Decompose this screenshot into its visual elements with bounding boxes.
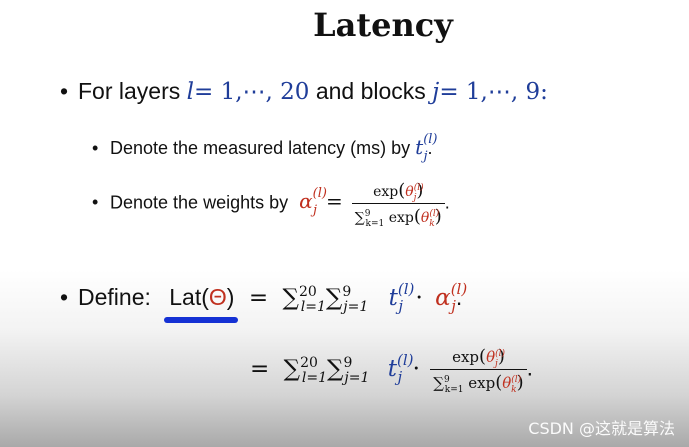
bullet3-text: Denote the weights by — [110, 192, 289, 213]
softmax-fraction: exp(θ(l)j) ∑9k=1 exp(θ(l)k) — [351, 180, 445, 229]
bullet-weights: • Denote the weights by α(l)j = exp(θ(l)j… — [92, 180, 450, 229]
bullet-dot: • — [60, 78, 69, 104]
alpha-symbol: α(l)j — [299, 186, 327, 219]
equals-sign: = — [248, 285, 269, 311]
define-label: Define: — [78, 284, 151, 310]
bullet-dot: • — [60, 284, 69, 310]
bullet-dot: • — [92, 192, 99, 213]
lat-underline — [164, 317, 238, 323]
dot-operator: · — [412, 355, 420, 382]
bullet-latency: • Denote the measured latency (ms) by t(l… — [92, 132, 438, 164]
bullet-define: • Define: Lat(Θ) = ∑20l=1∑9j=1 t(l)j · α(… — [60, 280, 468, 315]
range-j: = 1,⋯, 9: — [439, 79, 548, 105]
bullet-dot: • — [92, 138, 99, 158]
watermark: CSDN @这就是算法 — [528, 419, 675, 438]
define-end: . — [455, 284, 463, 310]
equals-sign: = — [250, 355, 270, 382]
alpha-symbol: α(l)j — [435, 280, 468, 315]
dot-operator: · — [415, 285, 423, 311]
latency-symbol: t(l)j — [388, 280, 415, 315]
latency-symbol: t(l)j — [415, 132, 438, 164]
var-j: j — [432, 79, 440, 105]
var-l: l — [186, 79, 194, 105]
double-sum: ∑20l=1∑9j=1 — [282, 284, 369, 315]
softmax-fraction: exp(θ(l)j) ∑9k=1 exp(θ(l)k) — [430, 346, 527, 395]
bullet2-end: . — [427, 138, 433, 158]
bullet1-prefix: For layers — [78, 78, 181, 104]
define-line-2: = ∑20l=1∑9j=1 t(l)j · exp(θ(l)j) ∑9k=1 e… — [250, 346, 534, 395]
bullet-layers-blocks: • For layers l= 1,⋯, 20 and blocks j= 1,⋯… — [60, 78, 548, 105]
double-sum: ∑20l=1∑9j=1 — [283, 354, 370, 386]
latency-symbol: t(l)j — [387, 350, 414, 386]
range-l: = 1,⋯, 20 — [194, 79, 310, 105]
equals-sign: = — [326, 189, 343, 214]
lat-function: Lat(Θ) — [169, 284, 235, 310]
bullet1-middle: and blocks — [315, 78, 426, 104]
bullet3-end: . — [444, 192, 450, 213]
bullet2-text: Denote the measured latency (ms) by — [110, 138, 411, 158]
define-end: . — [526, 354, 534, 381]
page-title: Latency — [313, 6, 453, 44]
